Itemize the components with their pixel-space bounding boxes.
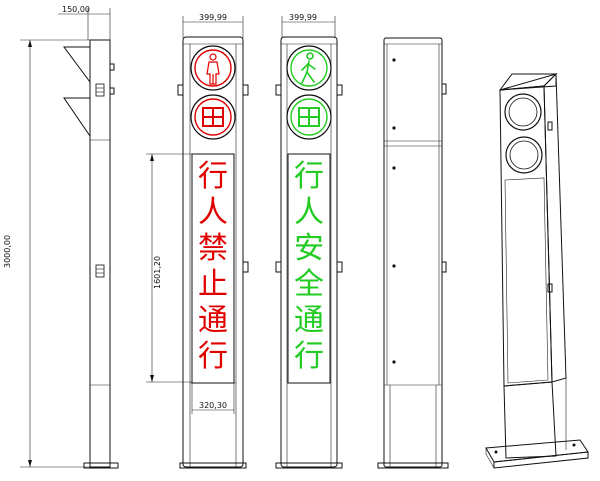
standing-pedestrian-icon: [206, 53, 220, 85]
green-sign-char-6: 行: [294, 339, 324, 374]
green-sign-text: 行 人 安 全 通 行: [294, 159, 324, 374]
side-view: 150,00 3000,00: [3, 5, 119, 469]
total-height-dimension: 3000,00: [3, 235, 12, 268]
panel-height-dimension: 1601,20: [153, 256, 162, 289]
red-sign-char-1: 行: [198, 159, 228, 194]
red-sign-char-5: 通: [198, 303, 228, 338]
red-head-width-dimension: 399,99: [199, 13, 227, 22]
green-sign-char-5: 通: [294, 303, 324, 338]
red-sign-char-4: 止: [198, 267, 228, 302]
red-sign-view: 399,99 1601,20: [146, 13, 249, 469]
red-sign-char-2: 人: [198, 195, 228, 230]
green-sign-char-2: 人: [294, 195, 324, 230]
walking-pedestrian-icon: [301, 52, 316, 84]
green-sign-char-3: 安: [294, 231, 324, 266]
back-view: [377, 37, 449, 469]
green-head-width-dimension: 399,99: [289, 13, 317, 22]
red-sign-char-3: 禁: [198, 231, 228, 266]
red-sign-text: 行 人 禁 止 通 行: [198, 159, 228, 374]
pole-width-dimension: 150,00: [62, 5, 90, 14]
red-sign-char-6: 行: [198, 339, 228, 374]
panel-width-dimension: 320,30: [199, 401, 227, 410]
window-grid-icon: [298, 107, 320, 127]
window-grid-icon: [202, 107, 224, 127]
perspective-view: [485, 72, 589, 469]
green-sign-char-4: 全: [294, 267, 324, 302]
green-sign-view: 399,99 行 人: [275, 13, 343, 469]
green-sign-char-1: 行: [294, 159, 324, 194]
